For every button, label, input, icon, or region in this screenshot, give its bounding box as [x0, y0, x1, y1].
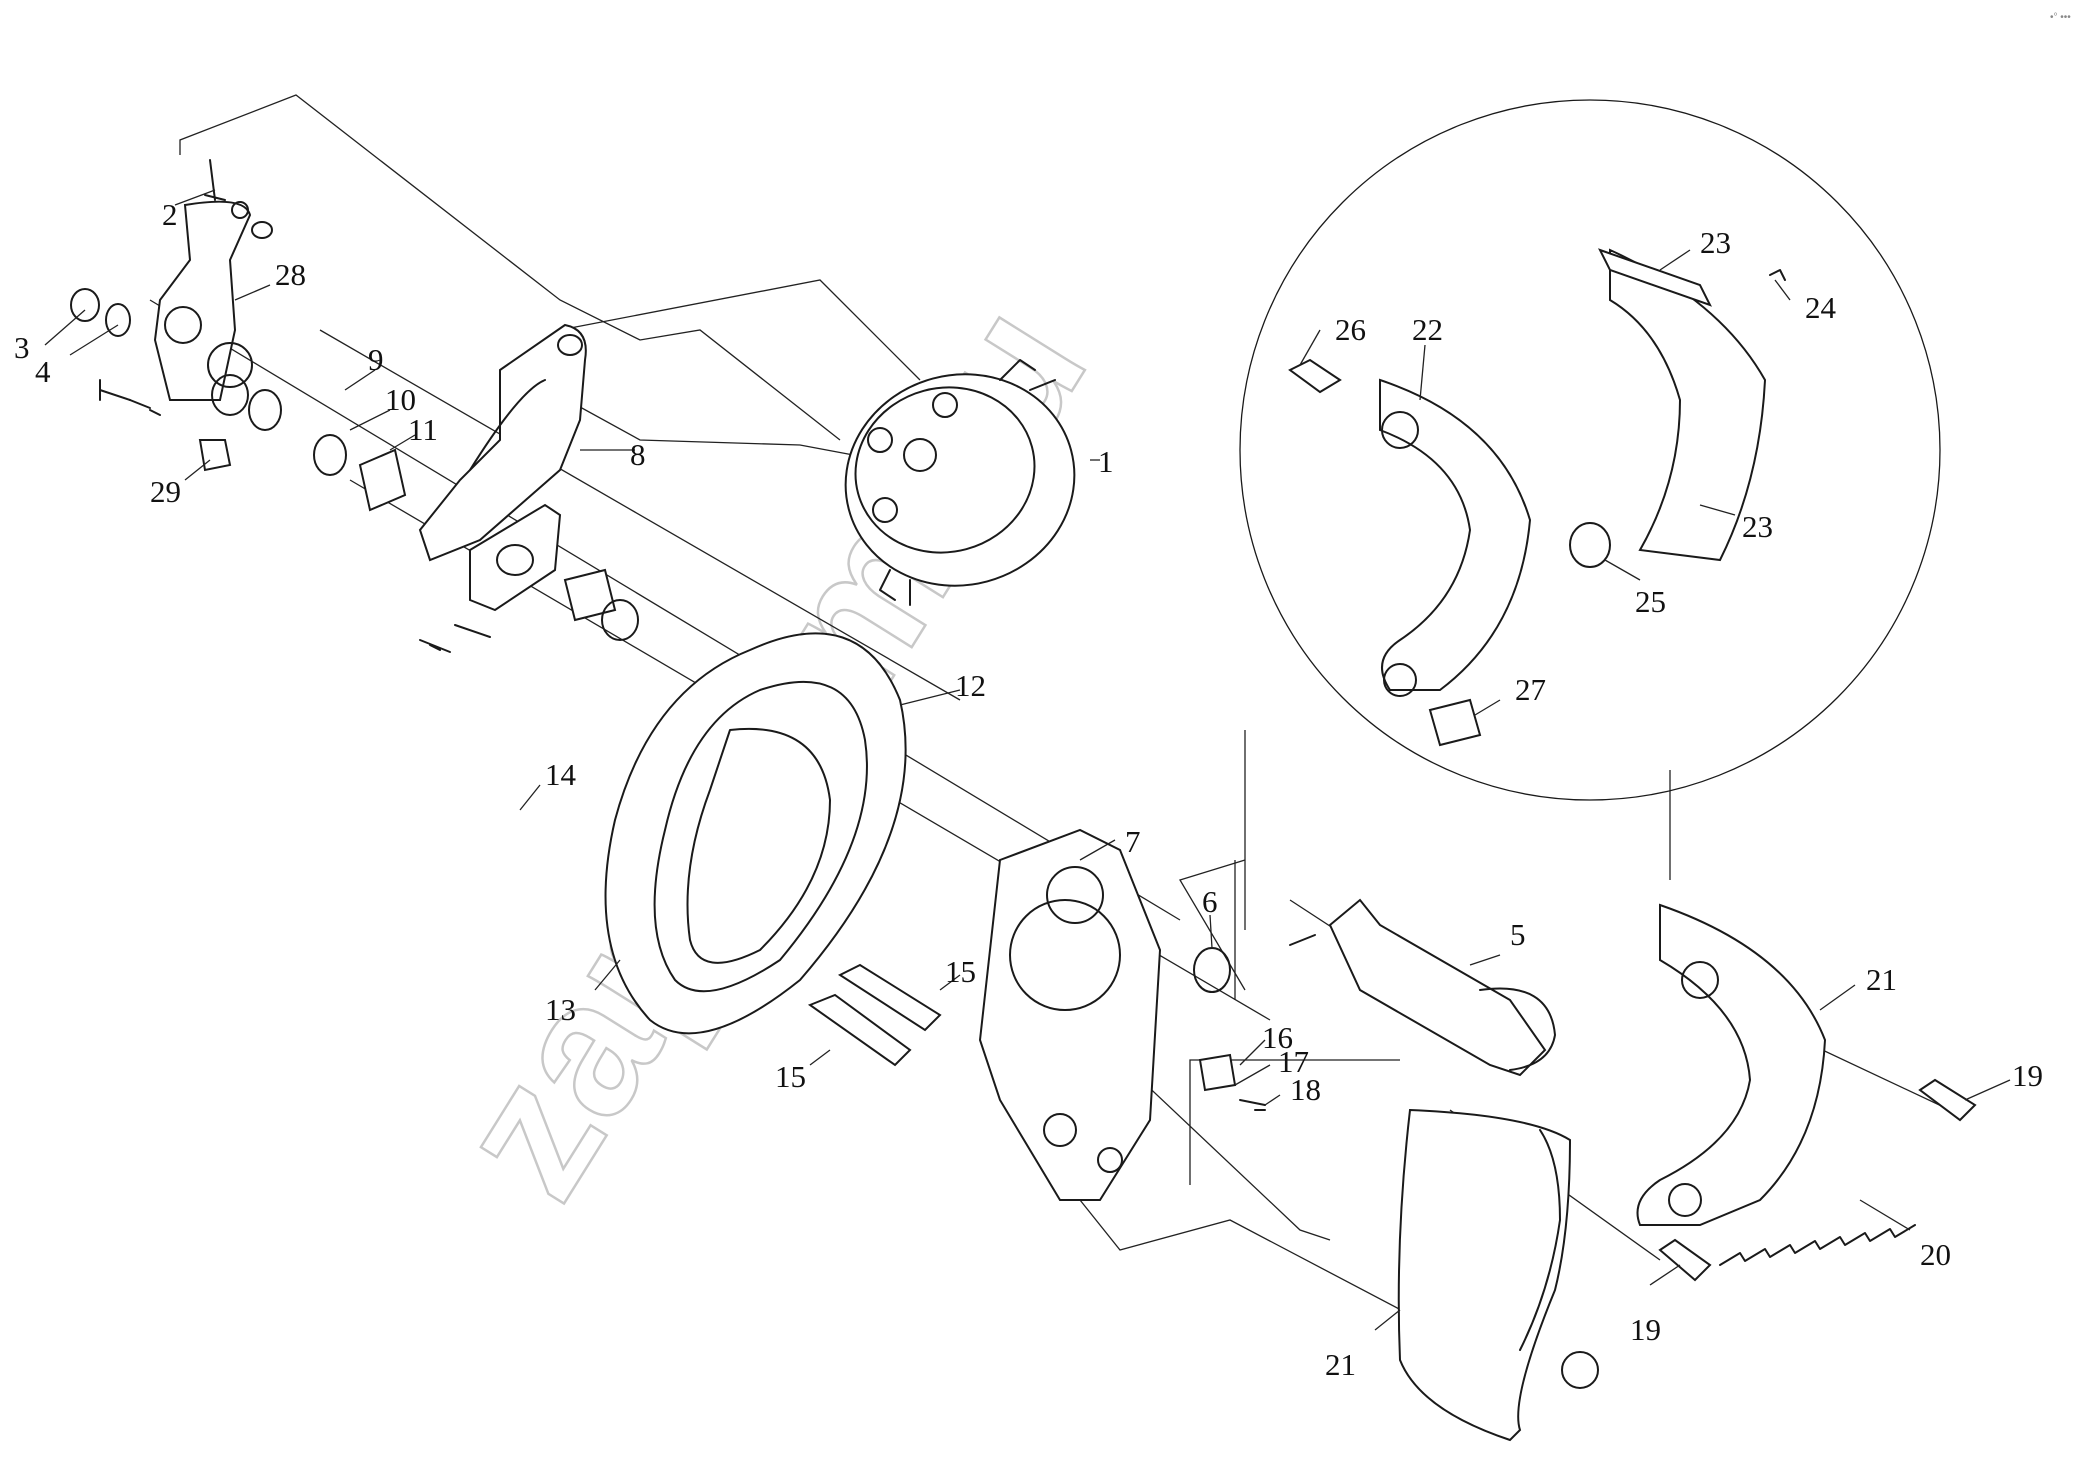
callout-16: 16 [1262, 1020, 1293, 1055]
callout-26: 26 [1335, 312, 1366, 347]
mounting-bracket [418, 323, 587, 562]
callout-23a: 23 [1700, 225, 1731, 260]
callout-9: 9 [368, 342, 384, 377]
callout-27: 27 [1515, 672, 1546, 707]
brake-chamber [844, 359, 1076, 606]
callout-8: 8 [630, 437, 646, 472]
callout-14: 14 [545, 757, 577, 792]
inset-detail-circle [1239, 99, 1941, 801]
brake-shoe-upper [1636, 903, 1827, 1226]
callout-labels: 1 2 3 4 5 6 7 8 9 10 11 12 13 14 15 15 1… [14, 197, 2043, 1382]
small-hardware [70, 159, 639, 653]
shoe-pins [1658, 1078, 1977, 1282]
slack-adjuster [153, 200, 253, 401]
callout-25: 25 [1635, 584, 1666, 619]
callout-29: 29 [150, 474, 181, 509]
callout-10: 10 [385, 382, 416, 417]
inset-bushing [1428, 698, 1482, 747]
inset-rivet [1769, 269, 1786, 281]
callout-4: 4 [35, 354, 51, 389]
inset-shoe [1379, 378, 1532, 697]
callout-15a: 15 [945, 954, 976, 989]
inset-roller-pin [1288, 358, 1342, 394]
callout-22: 22 [1412, 312, 1443, 347]
anchor-pins [807, 963, 942, 1067]
callout-leaders [44, 189, 2011, 1331]
callout-21a: 21 [1866, 962, 1897, 997]
inset-lining [1598, 248, 1767, 562]
callout-19b: 19 [1630, 1312, 1661, 1347]
callout-21b: 21 [1325, 1347, 1356, 1382]
callout-18: 18 [1290, 1072, 1321, 1107]
callout-20: 20 [1920, 1237, 1951, 1272]
callout-1: 1 [1098, 444, 1114, 479]
callout-6: 6 [1202, 884, 1218, 919]
brake-shoe-lower [1397, 1108, 1599, 1442]
brake-spider [978, 828, 1162, 1201]
inset-roller [1569, 522, 1611, 568]
callout-23b: 23 [1742, 509, 1773, 544]
corner-mark: •° ••• [2050, 12, 2071, 23]
return-spring [1719, 1224, 1916, 1266]
s-camshaft [1289, 898, 1556, 1077]
callout-28: 28 [275, 257, 306, 292]
dust-shield [604, 632, 907, 1035]
callout-19a: 19 [2012, 1058, 2043, 1093]
callout-5: 5 [1510, 917, 1526, 952]
callout-12: 12 [955, 668, 986, 703]
callout-11: 11 [408, 412, 438, 447]
abs-sensor-clip [1198, 1053, 1266, 1111]
callout-7: 7 [1125, 824, 1141, 859]
callout-2: 2 [162, 197, 178, 232]
callout-13: 13 [545, 992, 576, 1027]
callout-15b: 15 [775, 1059, 806, 1094]
callout-24: 24 [1805, 290, 1837, 325]
callout-17: 17 [1278, 1044, 1309, 1079]
callout-3: 3 [14, 330, 30, 365]
mounting-flange [469, 503, 562, 612]
